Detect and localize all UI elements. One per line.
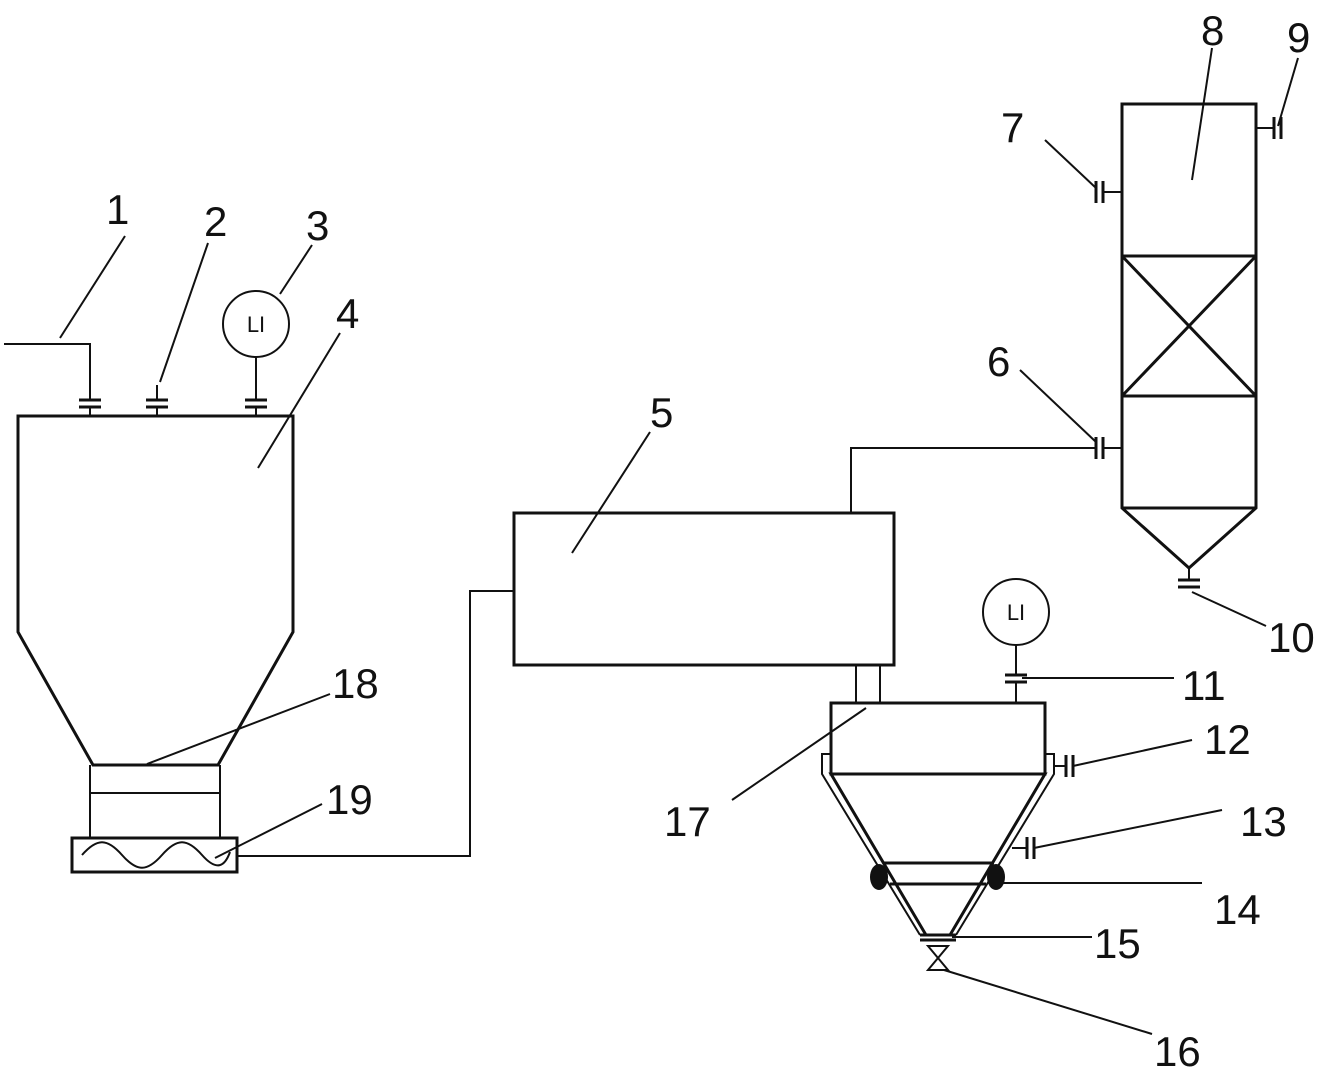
label-8: 8: [1201, 7, 1224, 54]
column-bottom-outlet: [1178, 568, 1200, 589]
column-top-nozzle: [1256, 117, 1283, 139]
label-15: 15: [1094, 920, 1141, 967]
gas-outlet-pipe: [850, 437, 1122, 513]
column-side-nozzle: [1094, 181, 1122, 203]
label-10: 10: [1268, 614, 1315, 661]
silo-level-indicator-text: LI: [247, 312, 265, 337]
hopper-lower-nozzle: [1012, 837, 1036, 859]
label-12: 12: [1204, 716, 1251, 763]
receiving-hopper: [821, 665, 1055, 942]
label-17: 17: [664, 798, 711, 845]
leader-lines: [59, 47, 1299, 1035]
hopper-level-indicator-text: LI: [1007, 600, 1025, 625]
discharge-valve: [925, 945, 951, 971]
packed-column: [1120, 102, 1258, 571]
label-4: 4: [336, 290, 359, 337]
number-labels: 1 2 3 4 5 6 7 8 9 10 11 12 13 14 15 16 1…: [106, 7, 1315, 1075]
inlet-pipe: [4, 343, 101, 416]
label-2: 2: [204, 198, 227, 245]
label-18: 18: [332, 660, 379, 707]
hopper-level-indicator: LI: [982, 578, 1050, 703]
label-13: 13: [1240, 798, 1287, 845]
label-19: 19: [326, 776, 373, 823]
process-unit: [512, 511, 896, 667]
silo-nozzle: [146, 385, 168, 416]
label-16: 16: [1154, 1028, 1201, 1075]
hopper-upper-nozzle: [1054, 755, 1075, 777]
label-9: 9: [1287, 14, 1310, 61]
conveyor-to-unit-pipe: [237, 590, 514, 857]
label-14: 14: [1214, 886, 1261, 933]
label-3: 3: [306, 202, 329, 249]
storage-silo: [16, 414, 295, 838]
label-5: 5: [650, 389, 673, 436]
label-7: 7: [1001, 104, 1024, 151]
label-11: 11: [1182, 662, 1226, 709]
screw-conveyor: [70, 836, 239, 874]
label-1: 1: [106, 186, 129, 233]
label-6: 6: [987, 338, 1010, 385]
silo-level-indicator: LI: [222, 290, 290, 416]
